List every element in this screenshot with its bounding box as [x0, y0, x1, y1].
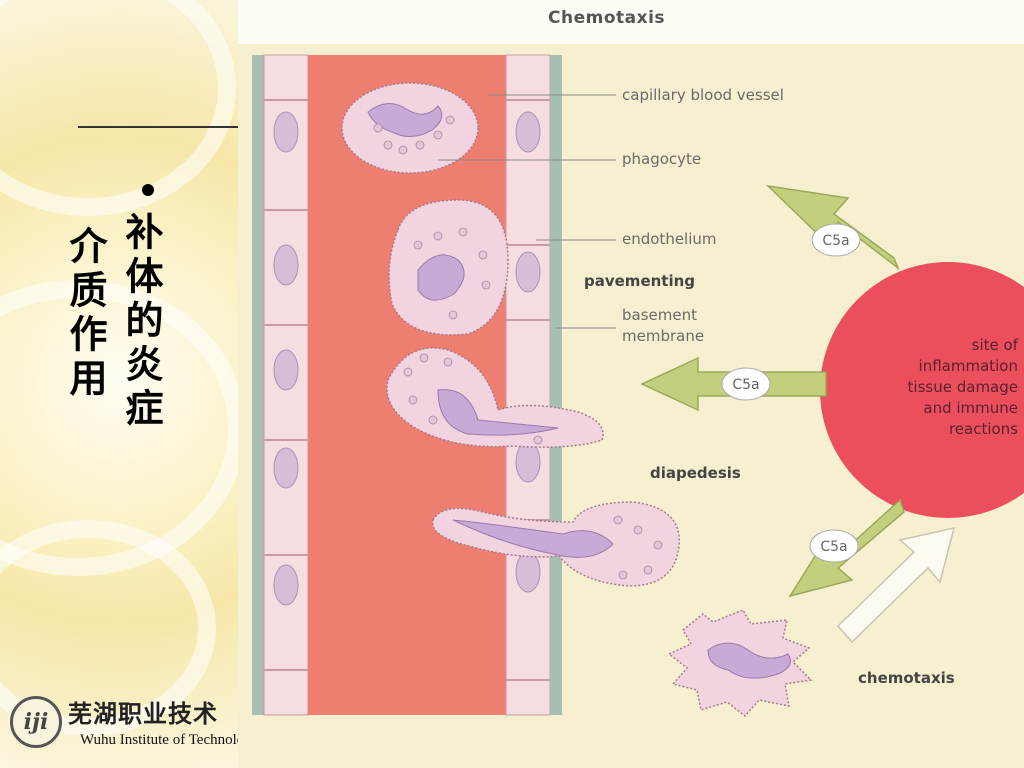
- site-line1: site of: [972, 336, 1019, 354]
- c5a-label-badges: [721, 223, 861, 563]
- label-pavementing: pavementing: [584, 272, 695, 290]
- c5a-label-lower: C5a: [820, 539, 847, 555]
- label-chemotaxis: chemotaxis: [858, 669, 955, 687]
- site-line3: tissue damage: [908, 378, 1018, 396]
- institute-name-cn: 芜湖职业技术: [68, 699, 218, 728]
- phagocyte-migration-arrow: [836, 527, 956, 644]
- title-rule: [78, 126, 240, 128]
- bullet-icon: [142, 184, 154, 196]
- leader-lines: [438, 94, 616, 329]
- phagocyte-tissue: [667, 609, 813, 718]
- chemotaxis-figure: Chemotaxis: [238, 0, 1024, 768]
- label-phagocyte: phagocyte: [622, 150, 701, 168]
- phagocyte-pavementing: [388, 199, 509, 336]
- seal-icon: iji: [10, 696, 62, 748]
- phagocyte-diapedesis-start: [386, 347, 604, 448]
- left-basement-membrane: [252, 55, 264, 715]
- right-basement-membrane: [550, 55, 562, 715]
- label-basement: basement: [622, 306, 697, 324]
- institute-name-en: Wuhu Institute of Technology: [80, 732, 240, 748]
- site-line4: and immune: [923, 399, 1018, 417]
- institute-logo: iji 芜湖职业技术 Wuhu Institute of Technology: [0, 688, 240, 768]
- bullet-text-line1: 补体的炎症: [119, 212, 164, 432]
- site-line5: reactions: [949, 420, 1018, 438]
- site-line2: inflammation: [919, 357, 1018, 375]
- figure-header: Chemotaxis: [238, 0, 1024, 44]
- label-diapedesis: diapedesis: [650, 464, 741, 482]
- inflammation-site: [820, 262, 1024, 518]
- label-membrane: membrane: [622, 327, 704, 345]
- label-capillary: capillary blood vessel: [622, 86, 784, 104]
- slide-background: [0, 0, 240, 768]
- diagram-canvas: C5a C5a C5a capillary blood vessel phago…: [252, 54, 1024, 718]
- phagocyte-floating: [341, 82, 479, 174]
- label-endothelium: endothelium: [622, 230, 717, 248]
- decorative-swirl: [0, 0, 236, 216]
- c5a-label-upper: C5a: [822, 233, 849, 249]
- phagocyte-crossing: [431, 501, 680, 587]
- endothelial-nuclei: [273, 111, 541, 606]
- figure-title: Chemotaxis: [548, 8, 666, 28]
- right-endothelium: [505, 54, 551, 716]
- c5a-label-middle: C5a: [732, 377, 759, 393]
- bullet-text-line2: 介质作用: [63, 226, 108, 402]
